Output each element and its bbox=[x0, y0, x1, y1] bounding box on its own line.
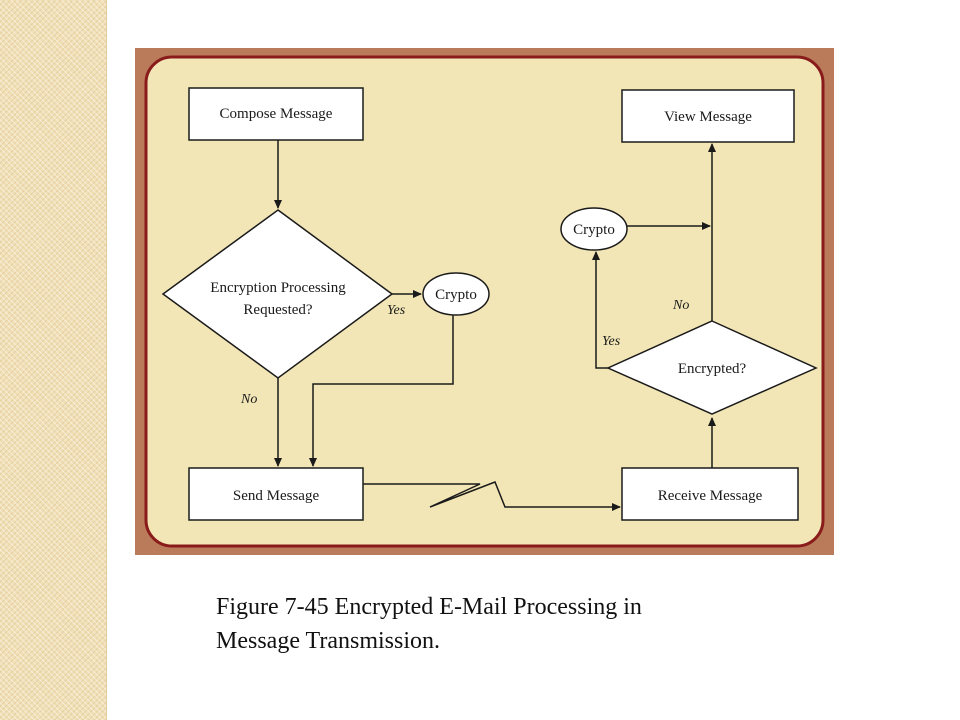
edge-label-yes-receive: Yes bbox=[602, 334, 621, 349]
receive-message-node: Receive Message bbox=[621, 467, 799, 521]
crypto-send-node: Crypto bbox=[422, 272, 490, 316]
decorative-side-strip bbox=[0, 0, 107, 720]
view-message-label: View Message bbox=[664, 109, 752, 125]
view-message-node: View Message bbox=[621, 89, 795, 143]
crypto-receive-label: Crypto bbox=[573, 222, 615, 238]
figure-caption: Figure 7-45 Encrypted E-Mail Processing … bbox=[216, 590, 816, 658]
edge-label-no-send: No bbox=[240, 392, 257, 407]
edge-send-to-receive bbox=[363, 481, 621, 511]
send-message-node: Send Message bbox=[188, 467, 364, 521]
flowchart-edges bbox=[274, 140, 716, 511]
encryption-decision-node: Encryption Processing Requested? bbox=[161, 209, 394, 379]
edge-crypto-to-send bbox=[309, 315, 454, 467]
send-message-label: Send Message bbox=[233, 488, 320, 504]
compose-message-node: Compose Message bbox=[188, 87, 364, 141]
encryption-decision-label-line2: Requested? bbox=[243, 302, 312, 318]
encrypted-decision-label: Encrypted? bbox=[678, 361, 747, 377]
figure-caption-line1: Figure 7-45 Encrypted E-Mail Processing … bbox=[216, 594, 642, 620]
encrypted-decision-node: Encrypted? bbox=[606, 320, 818, 415]
receive-message-label: Receive Message bbox=[658, 488, 763, 504]
encryption-decision-label-line1: Encryption Processing bbox=[210, 280, 346, 296]
compose-message-label: Compose Message bbox=[220, 106, 333, 122]
edge-encrypted-to-crypto bbox=[592, 251, 608, 369]
flowchart-canvas: Compose Message Encryption Processing Re… bbox=[144, 55, 825, 548]
edge-label-no-receive: No bbox=[672, 298, 689, 313]
crypto-receive-node: Crypto bbox=[560, 207, 628, 251]
crypto-send-label: Crypto bbox=[435, 287, 477, 303]
edge-label-yes-send: Yes bbox=[387, 303, 406, 318]
flowchart-figure: Compose Message Encryption Processing Re… bbox=[135, 48, 834, 555]
figure-caption-line2: Message Transmission. bbox=[216, 628, 441, 654]
